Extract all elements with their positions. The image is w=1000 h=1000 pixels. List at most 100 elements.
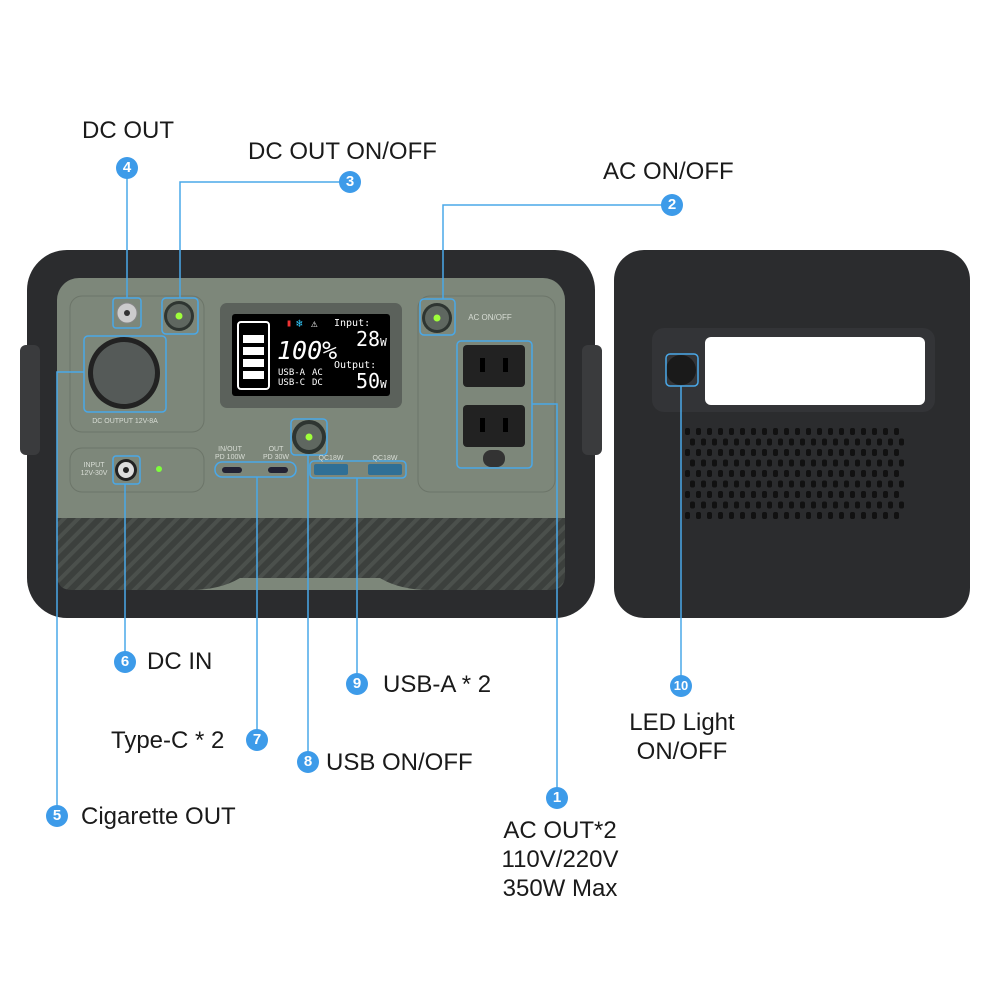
vent-slot — [822, 501, 827, 509]
label-usb-onoff: USB ON/OFF — [326, 749, 473, 776]
callout-5: 5 — [46, 805, 68, 827]
vent-slot — [745, 438, 750, 446]
warning-icon: ⚠ — [311, 317, 318, 330]
vent-slot — [872, 449, 877, 456]
callout-1: 1 — [546, 787, 568, 809]
vent-slot — [740, 428, 745, 435]
vent-slot — [751, 491, 756, 498]
vent-slot — [685, 428, 690, 435]
vent-slot — [718, 512, 723, 519]
vent-slot — [745, 459, 750, 467]
vent-slot — [899, 438, 904, 446]
label-ac-out: AC OUT*2 110V/220V 350W Max — [470, 816, 650, 903]
vent-slot — [762, 428, 767, 435]
vent-slot — [839, 428, 844, 435]
vent-slot — [696, 512, 701, 519]
battery-percent: 100% — [277, 336, 338, 365]
callout-8: 8 — [297, 751, 319, 773]
vent-slot — [723, 501, 728, 509]
ac-out-line1: AC OUT*2 — [503, 817, 617, 844]
vent-slot — [795, 428, 800, 435]
vent-slot — [817, 470, 822, 477]
unit: W — [380, 378, 387, 391]
vent-slot — [894, 449, 899, 456]
vent-slot — [773, 491, 778, 498]
label-dc-in: DC IN — [147, 648, 213, 675]
vent-slot — [833, 438, 838, 446]
vent-slot — [839, 470, 844, 477]
vent-slot — [811, 459, 816, 467]
vent-slot — [850, 428, 855, 435]
vent-slot — [789, 501, 794, 509]
vent-slot — [740, 512, 745, 519]
vent-slot — [685, 449, 690, 456]
vent-slot — [751, 449, 756, 456]
vent-slot — [729, 512, 734, 519]
vent-slot — [690, 459, 695, 467]
vent-slot — [696, 428, 701, 435]
vent-slot — [866, 501, 871, 509]
output-watts: 50 — [356, 369, 381, 393]
vent-slot — [762, 449, 767, 456]
vent-slot — [718, 428, 723, 435]
lcd-input-label: Input: — [334, 318, 371, 329]
vent-slot — [833, 480, 838, 488]
vent-slot — [833, 459, 838, 467]
vent-slot — [828, 491, 833, 498]
vent-slot — [811, 438, 816, 446]
vent-slot — [756, 480, 761, 488]
vent-slot — [784, 491, 789, 498]
vent-slot — [784, 428, 789, 435]
vent-slot — [883, 449, 888, 456]
vent-slot — [756, 501, 761, 509]
vent-slot — [872, 470, 877, 477]
vent-slot — [833, 501, 838, 509]
label-usb-a: USB-A * 2 — [383, 671, 492, 698]
vent-slot — [734, 480, 739, 488]
vent-slot — [696, 470, 701, 477]
vent-slot — [729, 470, 734, 477]
vent-slot — [701, 480, 706, 488]
vent-slot — [817, 449, 822, 456]
vent-slot — [734, 438, 739, 446]
vent-slot — [690, 438, 695, 446]
vent-slot — [723, 438, 728, 446]
dc-output-text: DC OUTPUT 12V-8A — [92, 418, 158, 425]
vent-slot — [789, 480, 794, 488]
vent-slot — [718, 470, 723, 477]
vent-slot — [729, 449, 734, 456]
vent-slot — [861, 491, 866, 498]
vent-slot — [899, 480, 904, 488]
vent-slot — [707, 512, 712, 519]
vent-slot — [806, 428, 811, 435]
vent-slot — [800, 459, 805, 467]
vent-slot — [751, 470, 756, 477]
lcd-screen — [232, 314, 390, 396]
vent-slot — [894, 491, 899, 498]
vent-slot — [784, 470, 789, 477]
label-led: LED Light ON/OFF — [600, 708, 764, 766]
vent-slot — [685, 512, 690, 519]
dc-in-port — [123, 467, 129, 473]
vent-slot — [751, 512, 756, 519]
vent-slot — [883, 470, 888, 477]
vent-slot — [850, 449, 855, 456]
vent-slot — [855, 501, 860, 509]
vent-slot — [712, 501, 717, 509]
qc2-text: QC18W — [372, 455, 398, 462]
vent-slot — [800, 501, 805, 509]
vent-slot — [756, 438, 761, 446]
vent-slot — [844, 459, 849, 467]
vent-slot — [707, 428, 712, 435]
vent-slot — [839, 449, 844, 456]
vent-slot — [685, 470, 690, 477]
vent-slot — [762, 491, 767, 498]
vent-slot — [778, 480, 783, 488]
vent-slot — [888, 501, 893, 509]
vent-slot — [883, 512, 888, 519]
vent-slot — [773, 449, 778, 456]
vent-slot — [844, 501, 849, 509]
vent-slot — [894, 428, 899, 435]
vent-slot — [822, 459, 827, 467]
vent-slot — [877, 459, 882, 467]
